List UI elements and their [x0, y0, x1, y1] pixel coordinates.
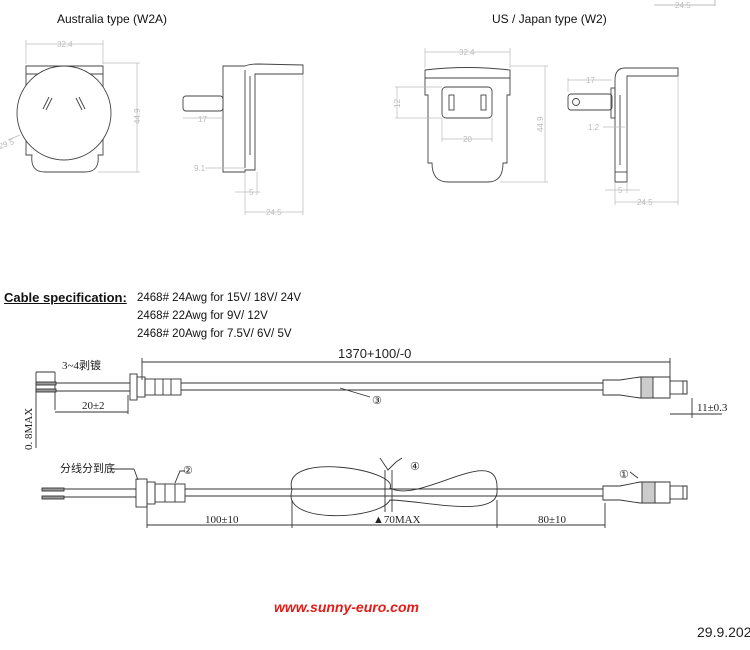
us-slot-height-label: 12 [393, 99, 402, 108]
cable-spec-lines: 2468# 24Awg for 15V/ 18V/ 24V 2468# 22Aw… [137, 289, 301, 343]
australia-side-dims [183, 74, 304, 215]
us-height-label: 44.9 [536, 116, 545, 132]
website-link[interactable]: www.sunny-euro.com [274, 599, 419, 615]
cable-drawing-top [35, 358, 722, 448]
dim-100: 100±10 [205, 514, 239, 526]
au-height-label: 44.9 [133, 108, 142, 124]
us-japan-title: US / Japan type (W2) [492, 12, 607, 26]
dim-70max: ▲70MAX [373, 514, 421, 526]
max-label: 0. 8MAX [23, 408, 35, 450]
split-label: 分线分到底 [60, 461, 115, 475]
us-slot-width-label: 20 [463, 135, 472, 144]
mark-1: ① [619, 469, 629, 481]
strip-label: 3~4剥镀 [62, 358, 101, 372]
cable-length-label: 1370+100/-0 [338, 346, 411, 361]
australia-title: Australia type (W2A) [57, 12, 168, 26]
cable-spec-title: Cable specification: [4, 290, 127, 305]
us-thickness-label: 5 [618, 186, 623, 195]
au-thickness-label: 5 [249, 188, 254, 197]
us-front-dims [395, 48, 548, 183]
us-pin-label: 17 [586, 76, 595, 85]
au-offset-label: 9.1 [194, 164, 206, 173]
top-partial-dimension [654, 0, 716, 6]
mark-4: ④ [410, 461, 420, 473]
us-plug-front [424, 67, 511, 183]
us-width-label: 32.4 [459, 48, 475, 57]
australia-plug-front [16, 65, 112, 173]
cable-spec-line: 2468# 20Awg for 7.5V/ 6V/ 5V [137, 328, 292, 340]
plug-length-label: 11±0.3 [697, 402, 728, 414]
australia-front-dims [7, 40, 140, 173]
au-diameter-label: 29.5 [0, 137, 16, 151]
au-pin-label: 17 [198, 115, 207, 124]
au-width-label: 32.4 [57, 40, 73, 49]
document-date: 29.9.202 [697, 624, 750, 640]
cable-spec-line: 2468# 22Awg for 9V/ 12V [137, 310, 268, 322]
strip-length-label: 20±2 [82, 400, 105, 412]
us-pin-gap-label: 1.2 [588, 123, 600, 132]
mark-3: ③ [372, 395, 382, 407]
cable-spec-line: 2468# 24Awg for 15V/ 18V/ 24V [137, 292, 302, 304]
australia-plug-side [182, 63, 304, 173]
mark-2: ② [183, 465, 193, 477]
us-depth-label: 24.5 [637, 198, 653, 207]
us-plug-side [567, 67, 679, 183]
au-depth-label: 24.5 [266, 208, 282, 217]
top-partial-dim-label: 24.5 [675, 1, 691, 10]
us-side-dims [567, 76, 679, 205]
dim-80: 80±10 [538, 514, 567, 526]
cable-drawing-bottom [41, 457, 688, 528]
